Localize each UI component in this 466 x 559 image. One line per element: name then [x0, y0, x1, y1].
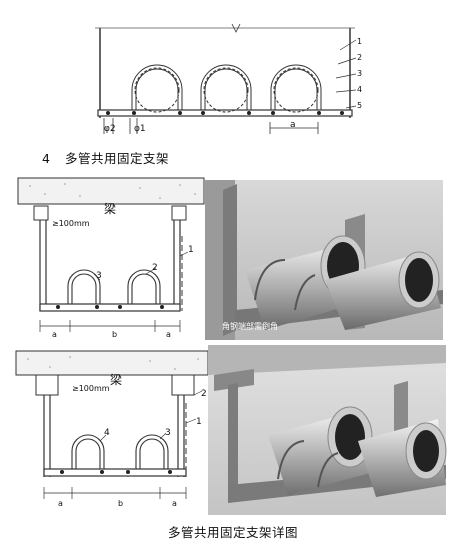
callout: 3: [165, 428, 171, 438]
beam-label: 梁: [104, 202, 117, 216]
drawing-a: [17, 177, 205, 332]
top-side-labels: 1 2 3 4 5: [357, 34, 362, 114]
section-heading: 4 多管共用固定支架: [42, 148, 169, 167]
gap-label: ≥100mm: [52, 219, 90, 228]
dim-label: a: [172, 499, 177, 508]
side-label: 5: [357, 101, 363, 110]
dim-label: a: [166, 330, 171, 339]
dim-label: a: [52, 330, 57, 339]
side-label: 1: [357, 37, 363, 46]
dim-label: a: [58, 499, 63, 508]
figure-caption: 多管共用固定支架详图: [167, 525, 298, 540]
beam-label: 梁: [110, 373, 123, 387]
side-label: 3: [357, 69, 363, 78]
callout: 2: [152, 263, 158, 273]
side-label: 4: [357, 85, 363, 94]
side-label: 2: [357, 53, 363, 62]
photo-b: [208, 345, 447, 515]
callout: 3: [96, 271, 102, 281]
callout: 1: [188, 245, 194, 255]
dim-a: a: [290, 120, 296, 130]
callout: 2: [201, 389, 207, 399]
section-number: 4: [42, 151, 51, 166]
photo-overlay-text: 角钢端部需倒角: [222, 322, 278, 331]
dim-label: b: [112, 330, 118, 339]
photo-a: [205, 180, 443, 340]
callout: 4: [104, 428, 110, 438]
top-support-drawing: [95, 23, 357, 134]
callout: 1: [196, 417, 202, 427]
gap-label: ≥100mm: [72, 384, 110, 393]
dim-phi1: φ1: [134, 124, 146, 134]
section-title: 多管共用固定支架: [64, 151, 169, 166]
dim-label: b: [118, 499, 124, 508]
drawing-b: [15, 350, 209, 499]
dim-phi2: φ2: [104, 124, 116, 134]
